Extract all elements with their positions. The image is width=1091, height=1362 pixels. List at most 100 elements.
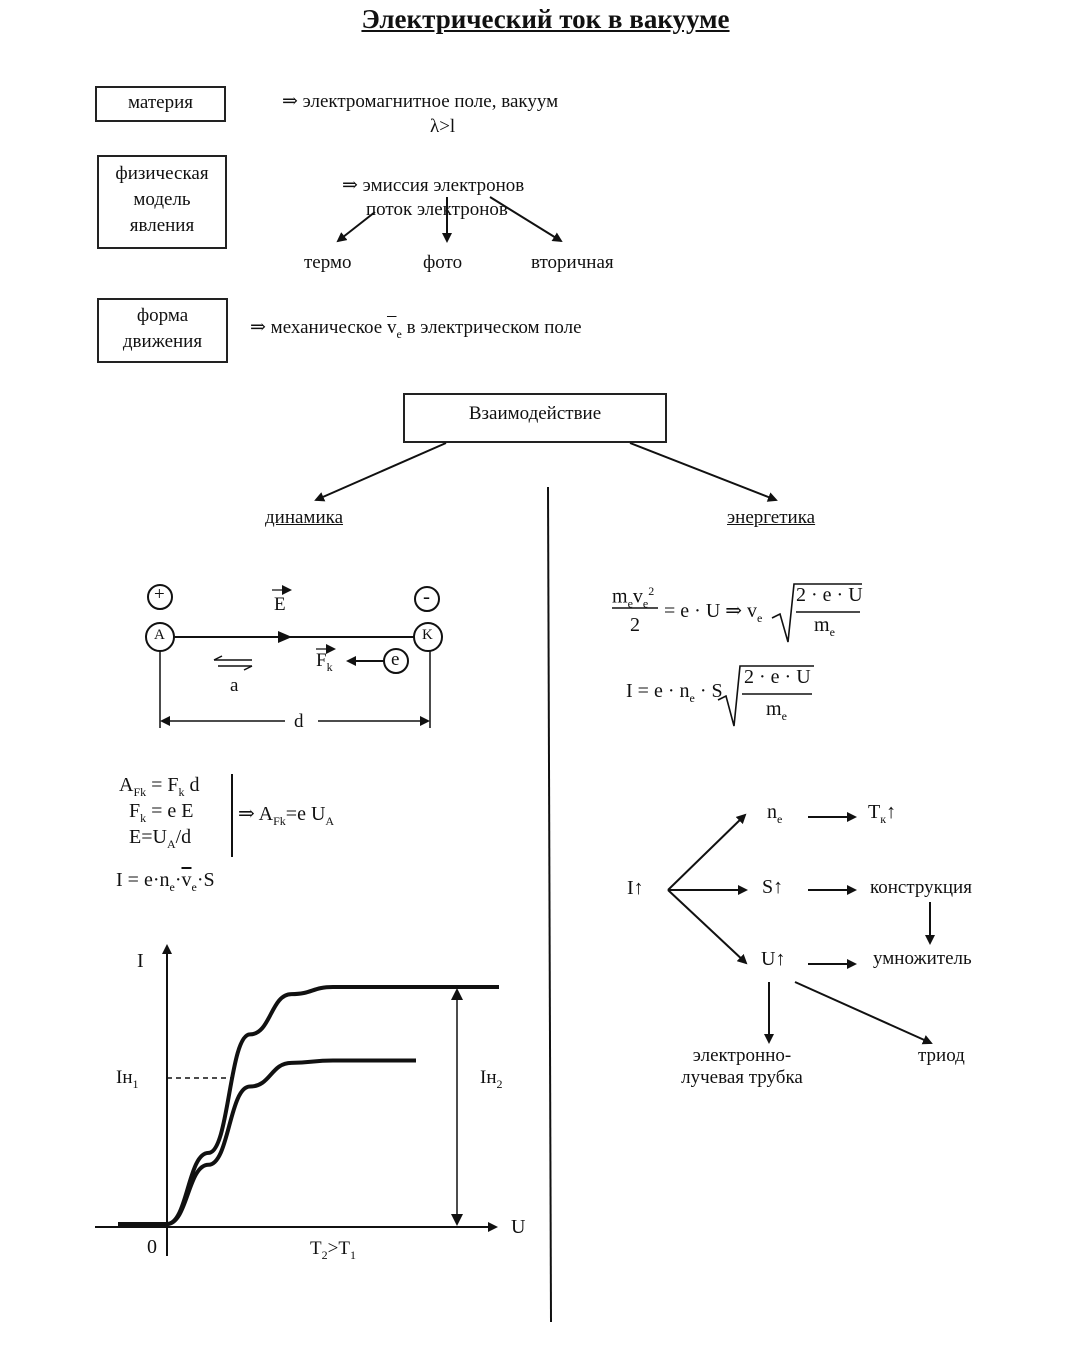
chart-in1: Iн1 [116, 1067, 139, 1092]
eq-current: I = e·ne·ve·S [116, 869, 215, 895]
energetics-label: энергетика [727, 507, 816, 528]
motion-v-sub: e [396, 326, 402, 341]
matter-text: ⇒ электромагнитное поле, вакуум [282, 91, 559, 112]
accel-label: a [230, 675, 239, 696]
flow-text: поток электронов [366, 199, 508, 220]
chart-origin: 0 [147, 1236, 157, 1258]
eq-force-sub: k [140, 811, 147, 825]
f1-v: v [632, 585, 643, 608]
eq-work-end: d [184, 774, 200, 796]
motion-box-line: движения [122, 331, 203, 352]
eq-current-v-sub: e [191, 880, 197, 894]
f1-root-den-sub: e [829, 625, 835, 639]
arrow-U [667, 889, 748, 965]
chart-in2-sub: 2 [496, 1076, 503, 1091]
arrow-triode [794, 981, 933, 1045]
chart-y-label: I [137, 950, 144, 972]
eq-force: Fk = e E [129, 800, 194, 826]
divider [547, 486, 552, 1323]
sqrt-2 [717, 665, 814, 727]
motion-box-line: форма [136, 305, 189, 326]
tree-crt: электронно- лучевая трубка [662, 1045, 822, 1089]
plus-sign: + [154, 584, 165, 605]
arrow-energetics [629, 442, 778, 502]
f1-m: m [612, 585, 628, 608]
distance-label: d [294, 711, 304, 732]
tree-Tk-T: T [868, 801, 881, 823]
tree-ne-sub: e [777, 812, 783, 826]
eq-work-rest: = F [146, 774, 179, 796]
eq-current-sub: e [169, 880, 175, 894]
chart-condition-T: T [310, 1238, 322, 1259]
eq-force-F: F [129, 800, 141, 822]
emission-text: ⇒ эмиссия электронов [342, 175, 525, 196]
chart-condition-mid: >T [327, 1238, 350, 1259]
plus-circle [147, 584, 173, 610]
cathode-label: K [422, 627, 433, 643]
f2-left-sub: e [689, 691, 695, 705]
field-arrowhead [278, 631, 292, 643]
tree-Tk-arrow: ↑ [886, 801, 897, 823]
tree-Tk-sub: к [880, 812, 887, 826]
f1-m-sub: e [627, 596, 633, 611]
model-box-line: физическая [115, 163, 209, 184]
tree-multiplier: умножитель [873, 948, 972, 969]
chart-condition: T2>T1 [310, 1238, 356, 1263]
arrow-thermo [336, 211, 376, 243]
eq-current-I: I = e·n [116, 869, 170, 891]
eq-result-sub: Fk [273, 814, 286, 828]
f2-left-text: I = e · n [626, 680, 690, 702]
arrow-ne [667, 813, 747, 891]
eq-result-sub2: A [325, 814, 335, 828]
page-title: Электрический ток в вакууме [361, 4, 730, 34]
motion-text: ⇒ механическое ve в электрическом поле [250, 316, 582, 342]
chart-in1-sub: 1 [132, 1076, 139, 1091]
chart-in2-text: Iн [480, 1067, 497, 1088]
model-box: физическая модель явления [97, 155, 227, 249]
eq-current-mid: · [174, 869, 182, 891]
eq-current-end: ·S [196, 869, 215, 891]
f2-root-den: me [766, 698, 787, 724]
f1-root-num: 2 · e · U [796, 584, 863, 606]
tree-root: I↑ [627, 877, 644, 899]
matter-box: материя [95, 86, 226, 122]
eq-work-sub2: k [178, 785, 185, 799]
tree-crt-line1: электронно- [692, 1045, 792, 1066]
f1-middle: = e · U ⇒ ve [664, 598, 762, 626]
interaction-box-label: Взаимодействие [468, 403, 602, 424]
f1-sq: 2 [648, 584, 655, 598]
motion-box: форма движения [97, 298, 228, 363]
motion-v: v [386, 317, 397, 338]
tree-construction: конструкция [870, 877, 972, 898]
eq-work: AFk = Fk d [119, 774, 200, 800]
tree-ne-n: n [767, 801, 777, 823]
curve-series-1 [166, 1058, 416, 1226]
eq-work-A: A [119, 774, 134, 796]
minus-sign: - [423, 584, 430, 608]
f2-mid: · S [694, 680, 723, 702]
model-box-line: модель [133, 189, 191, 210]
matter-sub: λ>l [430, 116, 456, 137]
eq-force-rest: = e E [146, 800, 194, 822]
eq-result-A: ⇒ A [238, 803, 274, 825]
eq-field-rest: /d [175, 826, 192, 848]
f2-root-den-m: m [766, 698, 782, 720]
type-thermo: термо [304, 252, 352, 273]
sqrt-1 [771, 583, 862, 643]
matter-box-label: материя [128, 92, 193, 113]
type-secondary: вторичная [531, 252, 614, 273]
tree-S: S↑ [762, 876, 784, 898]
f2-root-den-sub: e [781, 709, 787, 723]
f1-mid-sub: e [757, 611, 763, 625]
arrow-dynamics [314, 442, 447, 502]
chart-in1-text: Iн [116, 1067, 133, 1088]
model-box-line: явления [129, 215, 195, 236]
chart-condition-sub: 2 [321, 1247, 328, 1262]
chart-in2: Iн2 [480, 1067, 503, 1092]
tree-crt-line2: лучевая трубка [681, 1067, 803, 1088]
eq-field-E: E=U [129, 826, 167, 848]
force-sub: k [326, 659, 333, 674]
f1-root-den-m: m [814, 614, 830, 636]
tree-U: U↑ [761, 948, 786, 970]
